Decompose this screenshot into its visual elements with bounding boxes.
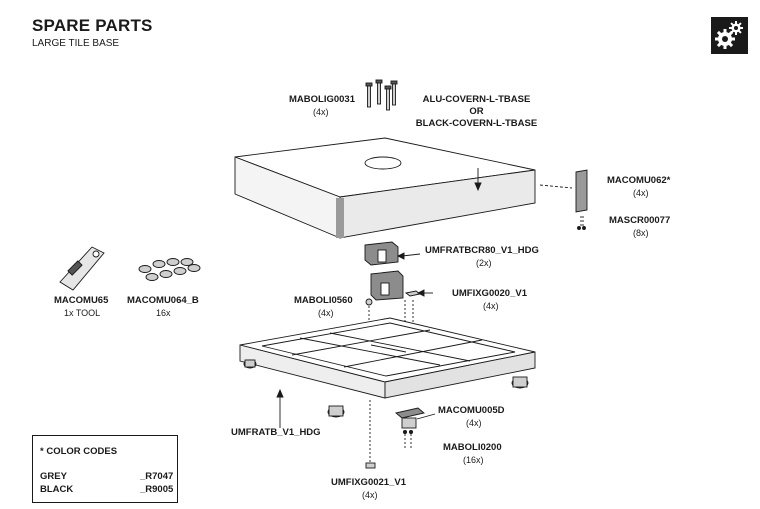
casters (243, 359, 529, 418)
washers-macomu064b (138, 258, 201, 281)
cover-line2: OR (469, 106, 484, 117)
part-qty-maboli0560: (4x) (318, 308, 334, 318)
part-code-umfratb: UMFRATB_V1_HDG (231, 427, 321, 438)
part-code-macomu65: MACOMU65 (54, 295, 109, 306)
legend-row-grey: GREY _R7047 (40, 471, 174, 482)
cover-plate (234, 137, 536, 239)
caster-macomu005d (395, 407, 436, 450)
part-qty-umfixg0021: (4x) (362, 490, 378, 500)
page-subtitle: LARGE TILE BASE (32, 38, 120, 49)
part-qty-umfixg0020: (4x) (483, 301, 499, 311)
part-code-maboli0560: MABOLI0560 (294, 295, 353, 306)
part-code-umfixg0021: UMFIXG0021_V1 (331, 477, 406, 488)
bolts-mabolig0031 (365, 79, 398, 111)
base-frame-umfratb (239, 317, 536, 399)
part-qty-macomu005d: (4x) (466, 418, 482, 428)
part-code-umfratbcr80: UMFRATBCR80_V1_HDG (425, 245, 539, 256)
part-code-umfixg0020: UMFIXG0020_V1 (452, 288, 527, 299)
profile-macomu062 (575, 169, 588, 230)
part-code-macomu005d: MACOMU005D (438, 405, 505, 416)
part-qty-macomu064b: 16x (156, 308, 171, 318)
cover-line1: ALU-COVERN-L-TBASE (422, 94, 531, 105)
gears-icon (711, 17, 748, 54)
legend-heading: * COLOR CODES (40, 446, 118, 457)
brackets-umfratbcr80 (364, 241, 421, 301)
tool-macomu65 (59, 246, 105, 291)
part-qty-macomu062: (4x) (633, 188, 649, 198)
part-code-macomu064b: MACOMU064_B (127, 295, 199, 306)
part-code-mabolig0031: MABOLIG0031 (289, 94, 355, 105)
legend-color-code: _R7047 (140, 471, 174, 482)
part-code-macomu062: MACOMU062* (607, 175, 671, 186)
part-qty-maboli0200: (16x) (463, 455, 484, 465)
part-qty-umfratbcr80: (2x) (476, 258, 492, 268)
fixing-umfixg0021 (365, 400, 376, 469)
part-code-maboli0200: MABOLI0200 (443, 442, 502, 453)
legend-color-name: GREY (40, 471, 67, 482)
legend-row-black: BLACK _R9005 (40, 484, 174, 495)
part-qty-mabolig0031: (4x) (313, 107, 329, 117)
legend-color-name: BLACK (40, 484, 74, 495)
part-qty-mascr00077: (8x) (633, 228, 649, 238)
legend-color-code: _R9005 (140, 484, 174, 495)
part-qty-macomu65: 1x TOOL (64, 308, 101, 318)
cover-line3: BLACK-COVERN-L-TBASE (415, 118, 538, 129)
color-codes-legend: * COLOR CODES GREY _R7047 BLACK _R9005 (32, 435, 178, 503)
page-title: SPARE PARTS (32, 16, 153, 35)
part-code-mascr00077: MASCR00077 (609, 215, 671, 226)
